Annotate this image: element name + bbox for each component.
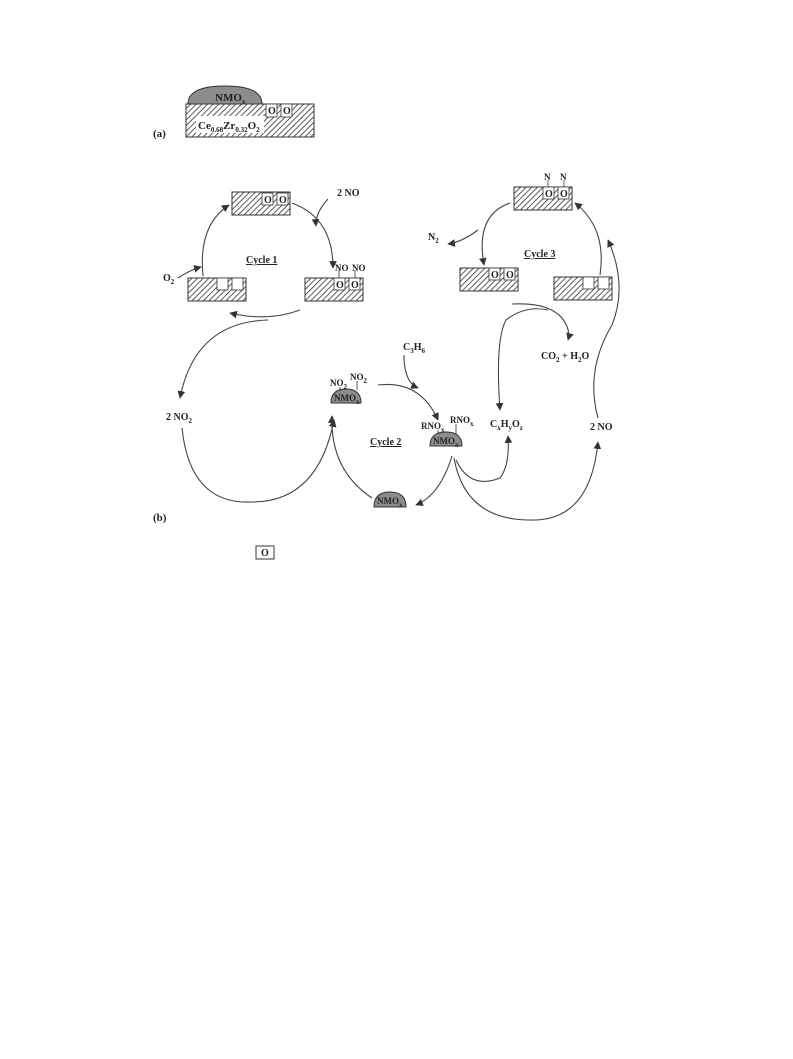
oxygen-site-2 [280, 103, 293, 118]
two-no-right-label: 2 NO [590, 422, 613, 433]
cycle2-nmo-bare: NMOx [373, 491, 407, 509]
cycle1-left-block [187, 277, 247, 302]
co2-h2o-label: CO2 + H2O [541, 351, 589, 364]
panel-b-label: (b) [153, 512, 167, 524]
c3h6-label: C3H6 [403, 342, 426, 355]
cycle1-label: Cycle 1 [246, 255, 277, 266]
svg-text:NMOx: NMOx [377, 496, 403, 509]
svg-text:O: O [279, 195, 287, 206]
svg-text:NO2: NO2 [350, 372, 368, 385]
arrow-cycle2-bottom-left [327, 415, 373, 499]
arrow-o2-in [177, 265, 202, 279]
arrow-cycle3-right [574, 202, 602, 276]
svg-text:NO2: NO2 [330, 378, 348, 391]
arrow-cycle3-left [478, 202, 511, 266]
cycle1-top-block: O O [231, 191, 291, 216]
two-no2-label: 2 NO2 [166, 412, 193, 425]
arrow-c3h6-in [403, 354, 419, 389]
o2-label: O2 [163, 273, 175, 286]
svg-text:O: O [264, 195, 272, 206]
cycle2-nmo-with-rnox: NMOx RNOx RNOx [421, 415, 474, 449]
arrow-to-2no2 [177, 319, 269, 399]
svg-text:NMOx: NMOx [334, 393, 360, 406]
arrow-to-co2-h2o [511, 303, 574, 341]
svg-text:O: O [351, 280, 359, 291]
adsorbed-n-label: N [560, 172, 567, 182]
arrow-2no2-to-cycle2 [181, 419, 337, 503]
arrow-to-2no-right [453, 441, 602, 521]
cxhyoz-label: CxHyOz [490, 419, 523, 432]
svg-text:O: O [336, 280, 344, 291]
vacancy-site [582, 276, 595, 290]
cycle3-left-block: O O [459, 267, 519, 292]
svg-text:O: O [261, 548, 269, 559]
cycle3-right-block [553, 276, 613, 301]
panel-a-label: (a) [153, 128, 166, 140]
support-formula: Ce0.68Zr0.32O2 [198, 120, 260, 134]
panel-b: (b) O O O O NO NO Cycle 1 2 NO O2 [153, 172, 620, 524]
cycle3-label: Cycle 3 [524, 249, 555, 260]
cycle2-label: Cycle 2 [370, 437, 401, 448]
vacancy-site [216, 277, 229, 291]
cycle2-nmo-with-no2: NMOx NO2 NO2 [330, 372, 368, 406]
oxygen-site-1 [265, 103, 278, 118]
svg-text:O: O [491, 270, 499, 281]
svg-text:O: O [545, 189, 553, 200]
svg-text:O: O [560, 189, 568, 200]
arrow-cycle1-right [291, 202, 337, 269]
support-label-bg [196, 116, 264, 133]
adsorbed-n-label: N [544, 172, 551, 182]
vacancy-site [231, 277, 244, 291]
adsorbed-no-label: NO [335, 263, 349, 273]
legend-oxygen-symbol: O [255, 545, 275, 560]
arrow-cycle2-bottom-right [415, 455, 453, 506]
two-no-label: 2 NO [337, 188, 360, 199]
arrow-cxhyoz-to-cycle3 [495, 308, 549, 411]
svg-text:O: O [506, 270, 514, 281]
svg-text:RNOx: RNOx [450, 415, 474, 428]
arrow-2no-in [311, 198, 329, 227]
adsorbed-no-label: NO [352, 263, 366, 273]
svg-text:RNOx: RNOx [421, 421, 445, 434]
svg-text:NMOx: NMOx [433, 436, 459, 449]
nmo-particle [187, 85, 263, 105]
cycle1-right-block: O O NO NO [304, 263, 366, 302]
panel-a: (a) Ce0.68Zr0.32O2 NMOx O O [153, 85, 315, 140]
arrow-cycle1-bottom [229, 309, 301, 319]
arrow-n2-out [447, 229, 479, 247]
oxygen-site-1-label: O [268, 106, 276, 117]
arrow-cycle1-left [201, 204, 230, 277]
arrow-2no-to-cycle3 [593, 239, 620, 419]
arrow-to-cxhyoz [455, 435, 513, 482]
arrow-cycle2-top [377, 383, 439, 421]
cycle3-top-block: O O N N [513, 172, 573, 211]
vacancy-site [597, 276, 610, 290]
n2-label: N2 [428, 232, 439, 245]
nmo-particle-label: NMOx [215, 92, 246, 106]
oxygen-site-2-label: O [283, 106, 291, 117]
